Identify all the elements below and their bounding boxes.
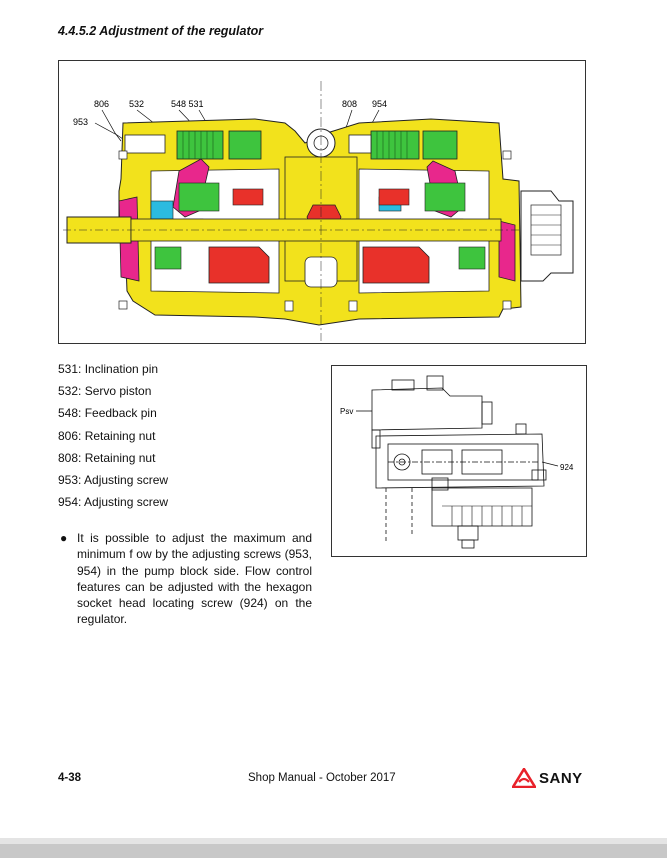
- callout-954: 954: [372, 99, 387, 109]
- section-heading: 4.4.5.2 Adjustment of the regulator: [58, 24, 264, 38]
- piston-bodies: [154, 182, 486, 270]
- callout-924: 924: [560, 463, 574, 472]
- callout-806: 806: [94, 99, 109, 109]
- sany-logo-icon: [512, 768, 536, 788]
- list-item: 954: Adjusting screw: [58, 495, 169, 510]
- brand-name: SANY: [539, 769, 583, 787]
- list-item: 806: Retaining nut: [58, 428, 156, 443]
- regulator-body: [520, 190, 574, 282]
- regulator-figure: Psv 924: [331, 365, 587, 557]
- parts-list: 531: Inclination pin 532: Servo piston 5…: [58, 358, 168, 513]
- callout-548-531: 548 531: [171, 99, 204, 109]
- page-number: 4-38: [58, 772, 82, 784]
- housing-bolts: [118, 150, 512, 312]
- callout-808: 808: [342, 99, 357, 109]
- callout-psv: Psv: [340, 407, 353, 416]
- note-text: It is possible to adjust the maximum and…: [77, 531, 312, 627]
- servo-pistons: [124, 130, 458, 160]
- pump-cross-section-figure: 806 532 548 531 953 808 954: [58, 60, 586, 344]
- drive-shaft: [63, 216, 529, 244]
- list-item: 808: Retaining nut: [58, 450, 156, 465]
- list-item: 548: Feedback pin: [58, 406, 157, 421]
- callout-953: 953: [73, 117, 88, 127]
- list-item: 531: Inclination pin: [58, 362, 159, 376]
- pump-drawing: 806 532 548 531 953 808 954: [63, 81, 574, 341]
- adjustment-note: ● It is possible to adjust the maximum a…: [60, 530, 312, 628]
- callout-532: 532: [129, 99, 144, 109]
- list-item: 953: Adjusting screw: [58, 472, 169, 487]
- footer-title: Shop Manual - October 2017: [248, 772, 396, 784]
- list-item: 532: Servo piston: [58, 384, 152, 399]
- bullet-icon: ●: [60, 531, 68, 545]
- regulator-outline: [356, 375, 559, 549]
- sany-logo: SANY: [512, 768, 583, 788]
- bottom-bar: [0, 838, 667, 858]
- regulator-drawing: Psv 924: [340, 375, 574, 549]
